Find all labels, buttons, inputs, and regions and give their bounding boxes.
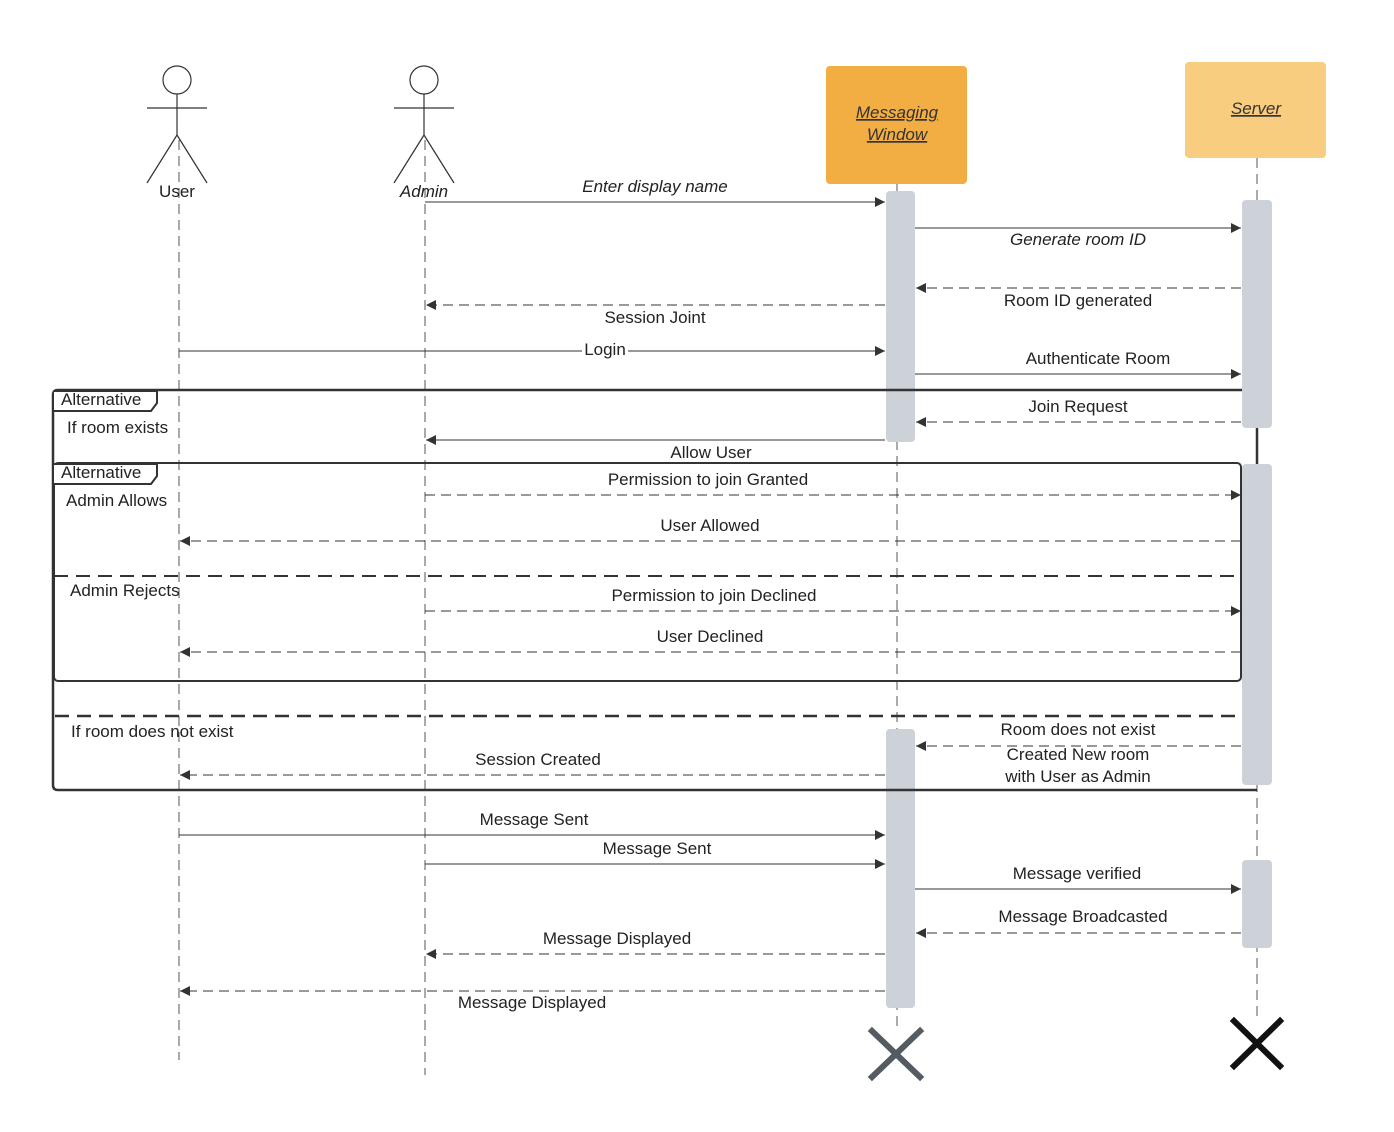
message-label: Message verified	[1013, 864, 1142, 883]
message-label: Allow User	[670, 443, 752, 462]
destroy-icon-messaging-window	[867, 1026, 925, 1082]
destroy-icon-server	[1229, 1016, 1285, 1071]
activation-server-2	[1242, 464, 1272, 785]
outer-alt-guard-1: If room exists	[67, 418, 168, 437]
messaging-window-label-line2: Window	[867, 125, 929, 144]
server-label: Server	[1231, 99, 1282, 118]
lifelines	[178, 140, 1258, 1075]
message-label: Permission to join Granted	[608, 470, 808, 489]
inner-alt-tag: Alternative	[61, 463, 141, 482]
message-label: Message Sent	[603, 839, 712, 858]
inner-alt-guard-2: Admin Rejects	[70, 581, 180, 600]
message-label: Session Created	[475, 750, 601, 769]
outer-alt-tag-box	[54, 390, 158, 412]
activation-mw-2	[886, 729, 915, 1008]
activation-server-3	[1242, 860, 1272, 948]
actor-user-label: User	[159, 182, 195, 201]
message-label: Message Displayed	[458, 993, 606, 1012]
admin-head	[409, 65, 439, 95]
message-label: Room does not exist	[1001, 720, 1156, 739]
message-label: Enter display name	[582, 177, 728, 196]
message-label: Message Broadcasted	[998, 907, 1167, 926]
message-label: User Allowed	[660, 516, 759, 535]
inner-alt-guard-1: Admin Allows	[66, 491, 167, 510]
message-label: Join Request	[1028, 397, 1128, 416]
message-note-line2: with User as Admin	[1004, 767, 1151, 786]
messaging-window-label-line1: Messaging	[856, 103, 939, 122]
message-label: Message Displayed	[543, 929, 691, 948]
inner-alt-frame	[53, 462, 1242, 682]
outer-alt-tag: Alternative	[61, 390, 141, 409]
activation-mw-1	[886, 191, 915, 442]
message-label: Message Sent	[480, 810, 589, 829]
actor-admin	[393, 65, 455, 184]
message-label: Room ID generated	[1004, 291, 1152, 310]
activation-server-1	[1242, 200, 1272, 428]
message-label: User Declined	[657, 627, 764, 646]
user-head	[162, 65, 192, 95]
server-box	[1185, 62, 1326, 158]
message-label: Login	[584, 340, 626, 359]
message-note-line1: Created New room	[1007, 745, 1150, 764]
inner-alt-fragment	[53, 462, 1242, 682]
message-label: Authenticate Room	[1026, 349, 1171, 368]
actor-user	[146, 65, 208, 184]
outer-alt-guard-2: If room does not exist	[71, 722, 234, 741]
inner-alt-tag-box	[54, 463, 158, 485]
message-label: Session Joint	[604, 308, 705, 327]
actor-admin-label: Admin	[399, 182, 448, 201]
messages	[179, 197, 1241, 996]
message-labels: Enter display name Generate room ID Room…	[458, 177, 1170, 1012]
message-label: Generate room ID	[1010, 230, 1146, 249]
message-label: Permission to join Declined	[611, 586, 816, 605]
activation-bars	[886, 191, 1272, 1008]
messaging-window-box	[826, 66, 967, 184]
